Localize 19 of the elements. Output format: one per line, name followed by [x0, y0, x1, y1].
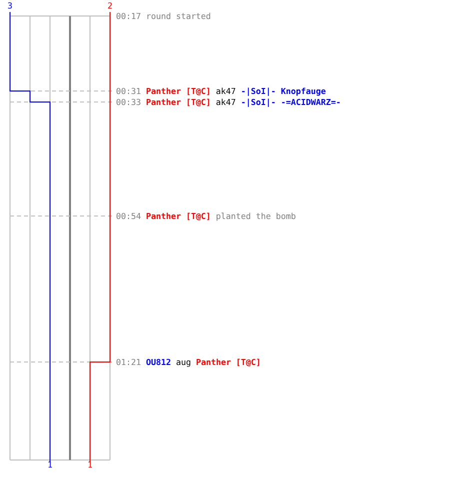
- weapon-label: ak47: [216, 86, 236, 96]
- weapon-label: aug: [176, 357, 191, 367]
- timestamp-label: 00:31: [116, 86, 141, 96]
- event-text: round started: [146, 11, 211, 21]
- weapon-label: ak47: [216, 97, 236, 107]
- timestamp-label: 00:17: [116, 11, 141, 21]
- player-count-label: 3: [8, 2, 12, 10]
- player-name: -|SoI|- -=ACIDWARZ=-: [240, 97, 341, 107]
- player-name: -|SoI|- Knopfauge: [240, 86, 326, 96]
- player-count-label: 2: [108, 2, 112, 10]
- player-name: OU812: [146, 357, 171, 367]
- player-name: Panther [T@C]: [146, 97, 211, 107]
- player-name: Panther [T@C]: [196, 357, 261, 367]
- timestamp-label: 01:21: [116, 357, 141, 367]
- timestamp-label: 00:54: [116, 211, 141, 221]
- player-name: Panther [T@C]: [146, 86, 211, 96]
- player-name: Panther [T@C]: [146, 211, 211, 221]
- event-text: planted the bomb: [216, 211, 296, 221]
- timestamp-label: 00:33: [116, 97, 141, 107]
